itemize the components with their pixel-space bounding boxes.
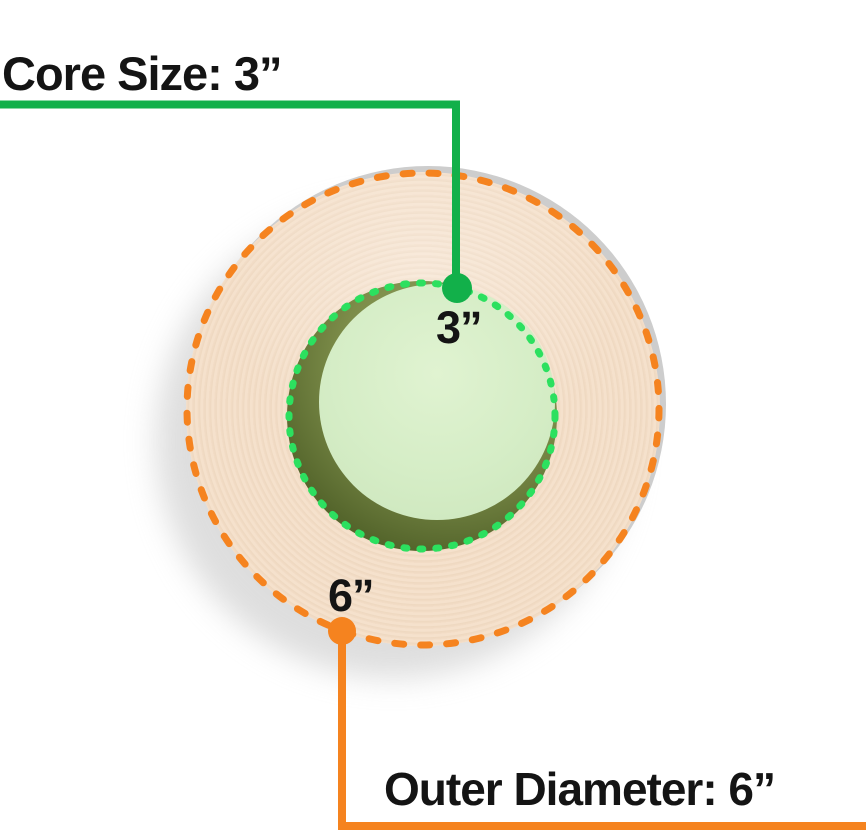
core-dimension-value: 3” xyxy=(436,302,483,353)
core-size-label: Core Size: 3” xyxy=(2,47,283,100)
outer-diameter-label: Outer Diameter: 6” xyxy=(384,763,776,815)
outer-dimension-value: 6” xyxy=(328,570,375,621)
